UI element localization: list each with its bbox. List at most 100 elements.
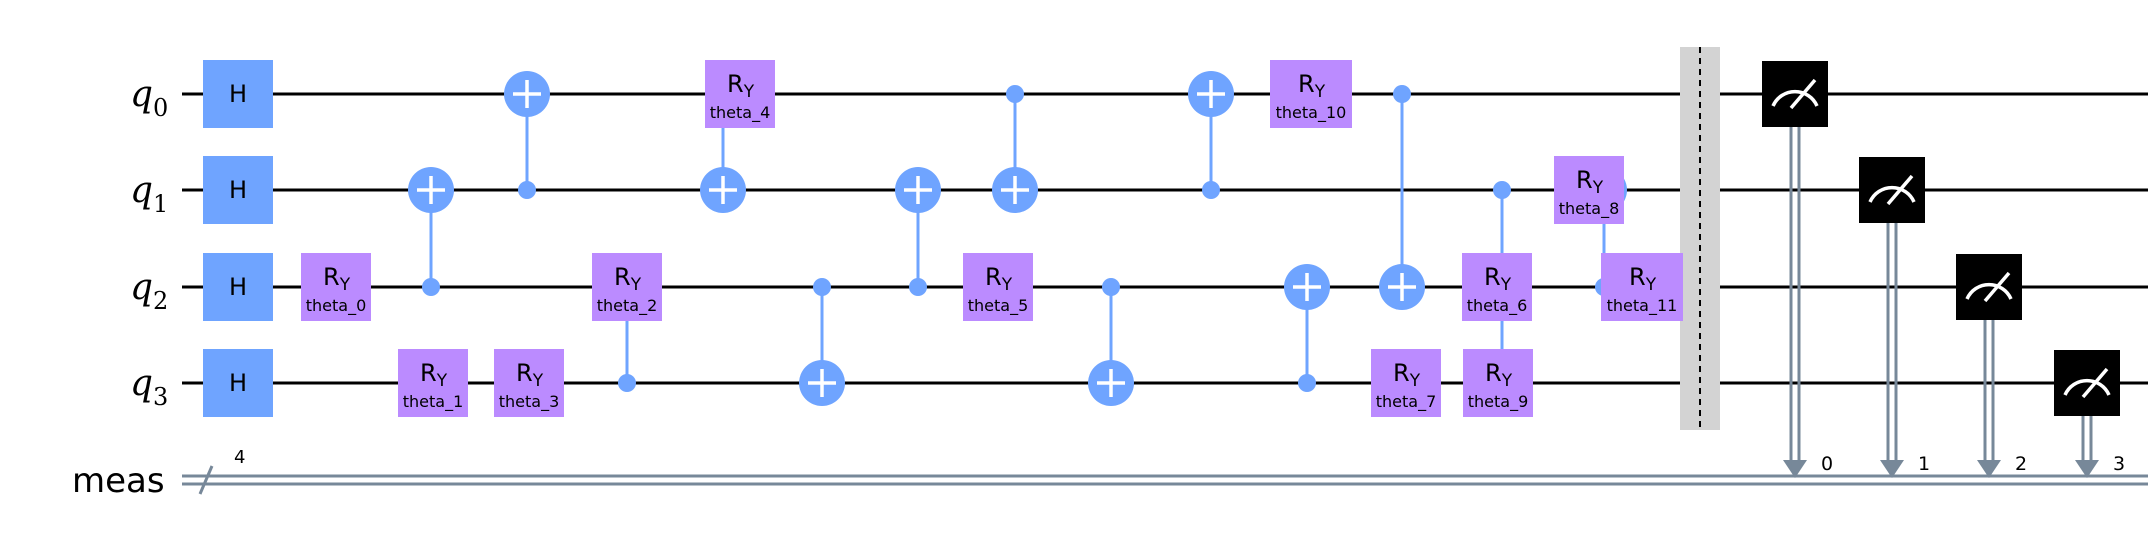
cnot-gate-5 [895,167,941,296]
measure-arrow [1977,460,2001,478]
meter-icon [1965,282,2013,300]
cnot-gate-0 [408,167,454,296]
cnot-gate-9 [1284,264,1330,392]
qubit-label-2: q2 [130,267,168,315]
ry-gate-box [963,253,1033,321]
ry-gate-label: RY [1298,70,1326,102]
h-gate-box [203,60,273,128]
measurement-layer: 0 1 2 3 [1762,61,2125,478]
ry-gate-box [494,349,564,417]
register-width-label: 4 [234,447,245,468]
ry-gate-label: RY [420,359,448,391]
meter-icon [1771,89,1819,107]
h-gate-box [203,253,273,321]
qubit-label-0: q0 [130,74,168,122]
measure-bit-label: 1 [1918,453,1930,475]
cnot-control-dot [1006,85,1024,103]
cnot-control-dot [813,278,831,296]
ry-gate-label: RY [727,70,755,102]
h-gate-label: H [229,273,247,301]
cnot-control-dot [1493,181,1511,199]
cnot-control-dot [909,278,927,296]
ry-gate-param: theta_6 [1467,296,1528,316]
h-gate-label: H [229,176,247,204]
ry-gate-label: RY [614,263,642,295]
measure-gate-q3: 3 [2054,350,2125,478]
h-gate-box [203,156,273,224]
meter-icon [1868,185,1916,203]
h-gate-q0: H [203,60,273,128]
measure-arrow [2075,460,2099,478]
ry-gate-label: RY [1576,166,1604,198]
ry-gate-box [301,253,371,321]
cnot-control-dot [1202,181,1220,199]
h-gate-q2: H [203,253,273,321]
classical-register-label: meas [72,461,165,501]
cnot-control-dot [1393,85,1411,103]
ry-gate-box [1463,349,1533,417]
qubit-label-3: q3 [130,363,168,411]
measure-box [1762,61,1828,127]
register-labels: q0 q1 q2 q3 meas [72,74,168,501]
measure-bit-label: 2 [2015,453,2027,475]
measure-gate-q2: 2 [1956,254,2027,478]
ry-gate-label: RY [1484,263,1512,295]
meter-icon [2063,378,2111,396]
cnot-gate-8 [1188,71,1234,199]
h-gate-label: H [229,369,247,397]
cnot-layer [408,71,1627,406]
ry-gate-param: theta_10 [1276,103,1347,123]
measure-gate-q0: 0 [1762,61,1833,478]
h-gate-box [203,349,273,417]
ry-gate-label: RY [1393,359,1421,391]
measure-gate-q1: 1 [1859,157,1930,478]
ry-gate-param: theta_4 [710,103,771,123]
cnot-gate-7 [1088,278,1134,406]
h-gate-label: H [229,80,247,108]
ry-gate-box [1462,253,1532,321]
ry-gate-box [592,253,662,321]
measure-bit-label: 0 [1821,453,1833,475]
ry-gate-box [1601,253,1683,321]
measure-bit-label: 3 [2113,453,2125,475]
ry-gate-param: theta_3 [499,392,560,412]
cnot-gate-4 [799,278,845,406]
measure-box [1956,254,2022,320]
measure-box [1859,157,1925,223]
ry-gate-label: RY [516,359,544,391]
cnot-gate-6 [992,85,1038,213]
ry-gate-box [1270,60,1352,128]
ry-gate-param: theta_1 [403,392,464,412]
measure-arrow [1880,460,1904,478]
cnot-gate-10 [1379,85,1425,310]
meter-needle-icon [1983,271,2011,303]
cnot-control-dot [518,181,536,199]
ry-gate-param: theta_7 [1376,392,1437,412]
gates-layer: HHHHRYtheta_0RYtheta_1RYtheta_3RYtheta_2… [203,60,1683,417]
meter-needle-icon [1789,78,1817,110]
cnot-control-dot [422,278,440,296]
measure-arrow [1783,460,1807,478]
ry-gate-box [1554,156,1624,224]
cnot-control-dot [1102,278,1120,296]
ry-gate-box [705,60,775,128]
qubit-label-1: q1 [130,170,168,218]
ry-gate-param: theta_0 [306,296,367,316]
ry-gate-param: theta_5 [968,296,1029,316]
ry-gate-param: theta_9 [1468,392,1529,412]
ry-gate-label: RY [323,263,351,295]
ry-gate-param: theta_11 [1607,296,1678,316]
ry-gate-param: theta_8 [1559,199,1620,219]
measure-box [2054,350,2120,416]
